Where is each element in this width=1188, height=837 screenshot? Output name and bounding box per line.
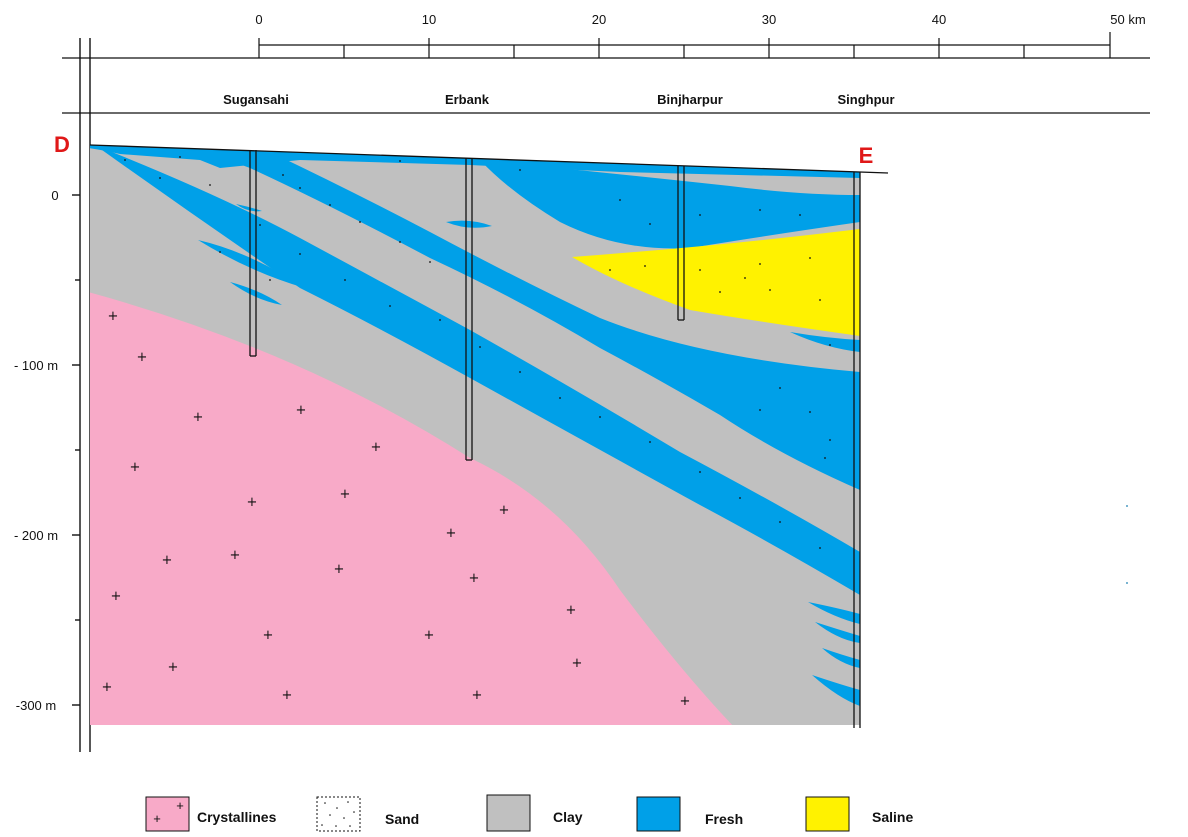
- stray-mark: [1126, 582, 1128, 584]
- fresh-swatch: [636, 796, 681, 832]
- ground-surface: [89, 144, 889, 174]
- depth-tick-200: - 200 m: [14, 528, 58, 543]
- location-binjharpur: Binjharpur: [657, 92, 723, 107]
- distance-scale: [62, 32, 1150, 59]
- svg-text:+: +: [111, 589, 122, 604]
- km-tick-0: 0: [255, 12, 262, 27]
- borehole-erbank: [465, 158, 473, 461]
- legend-label-fresh: Fresh: [705, 811, 743, 827]
- legend-label-clay: Clay: [553, 809, 583, 825]
- crystalline-basement: [90, 292, 735, 725]
- km-tick-10: 10: [422, 12, 436, 27]
- borehole-sugansahi: [249, 150, 257, 357]
- svg-text:+: +: [680, 694, 691, 709]
- section-start-label: D: [54, 132, 70, 157]
- depth-tick-0: 0: [51, 188, 58, 203]
- stray-mark: [1126, 505, 1128, 507]
- svg-text:+: +: [230, 548, 241, 563]
- legend-fresh: Fresh: [636, 796, 743, 832]
- km-tick-50: 50 km: [1110, 12, 1145, 27]
- legend-saline: Saline: [805, 796, 913, 832]
- sand-texture: [124, 156, 831, 549]
- svg-text:+: +: [108, 309, 119, 324]
- svg-text:+: +: [469, 571, 480, 586]
- svg-text:+: +: [472, 688, 483, 703]
- svg-text:+: +: [130, 460, 141, 475]
- legend-label-saline: Saline: [872, 809, 913, 825]
- saline-aquifer: [572, 229, 860, 336]
- svg-text:+: +: [137, 350, 148, 365]
- km-tick-30: 30: [762, 12, 776, 27]
- legend-crystallines: + + Crystallines: [145, 796, 277, 832]
- location-erbank: Erbank: [445, 92, 490, 107]
- crystalline-markers: + + + + + + + + + + + + + + + + + + + + + + + +: [102, 309, 691, 709]
- boreholes: [249, 150, 861, 728]
- legend-label-sand: Sand: [385, 811, 419, 827]
- svg-text:+: +: [566, 603, 577, 618]
- borehole-binjharpur: [677, 166, 685, 321]
- depth-tick-100: - 100 m: [14, 358, 58, 373]
- svg-text:+: +: [102, 680, 113, 695]
- svg-text:+: +: [424, 628, 435, 643]
- svg-text:+: +: [247, 495, 258, 510]
- svg-text:+: +: [153, 811, 161, 826]
- svg-text:+: +: [263, 628, 274, 643]
- clay-swatch: [486, 794, 531, 832]
- svg-text:+: +: [176, 798, 184, 813]
- location-sugansahi: Sugansahi: [223, 92, 289, 107]
- borehole-singhpur: [853, 172, 861, 728]
- sand-swatch: [316, 796, 361, 832]
- svg-text:+: +: [282, 688, 293, 703]
- depth-axis: [72, 38, 91, 752]
- km-tick-20: 20: [592, 12, 606, 27]
- svg-text:+: +: [162, 553, 173, 568]
- section-end-label: E: [859, 143, 874, 168]
- fresh-aquifers: [90, 145, 860, 706]
- location-singhpur: Singhpur: [837, 92, 894, 107]
- svg-text:+: +: [572, 656, 583, 671]
- legend-sand: Sand: [316, 796, 419, 832]
- saline-swatch: [805, 796, 850, 832]
- depth-tick-300: -300 m: [16, 698, 56, 713]
- svg-text:+: +: [193, 410, 204, 425]
- svg-text:+: +: [168, 660, 179, 675]
- crystallines-swatch: [145, 796, 190, 832]
- legend-label-crystallines: Crystallines: [197, 809, 277, 825]
- svg-text:+: +: [446, 526, 457, 541]
- svg-text:+: +: [296, 403, 307, 418]
- svg-text:+: +: [340, 487, 351, 502]
- svg-text:+: +: [371, 440, 382, 455]
- legend: + + Crystallines Sand Clay Fresh Saline: [145, 794, 913, 832]
- svg-text:+: +: [334, 562, 345, 577]
- svg-text:+: +: [499, 503, 510, 518]
- legend-clay: Clay: [486, 794, 583, 832]
- km-tick-40: 40: [932, 12, 946, 27]
